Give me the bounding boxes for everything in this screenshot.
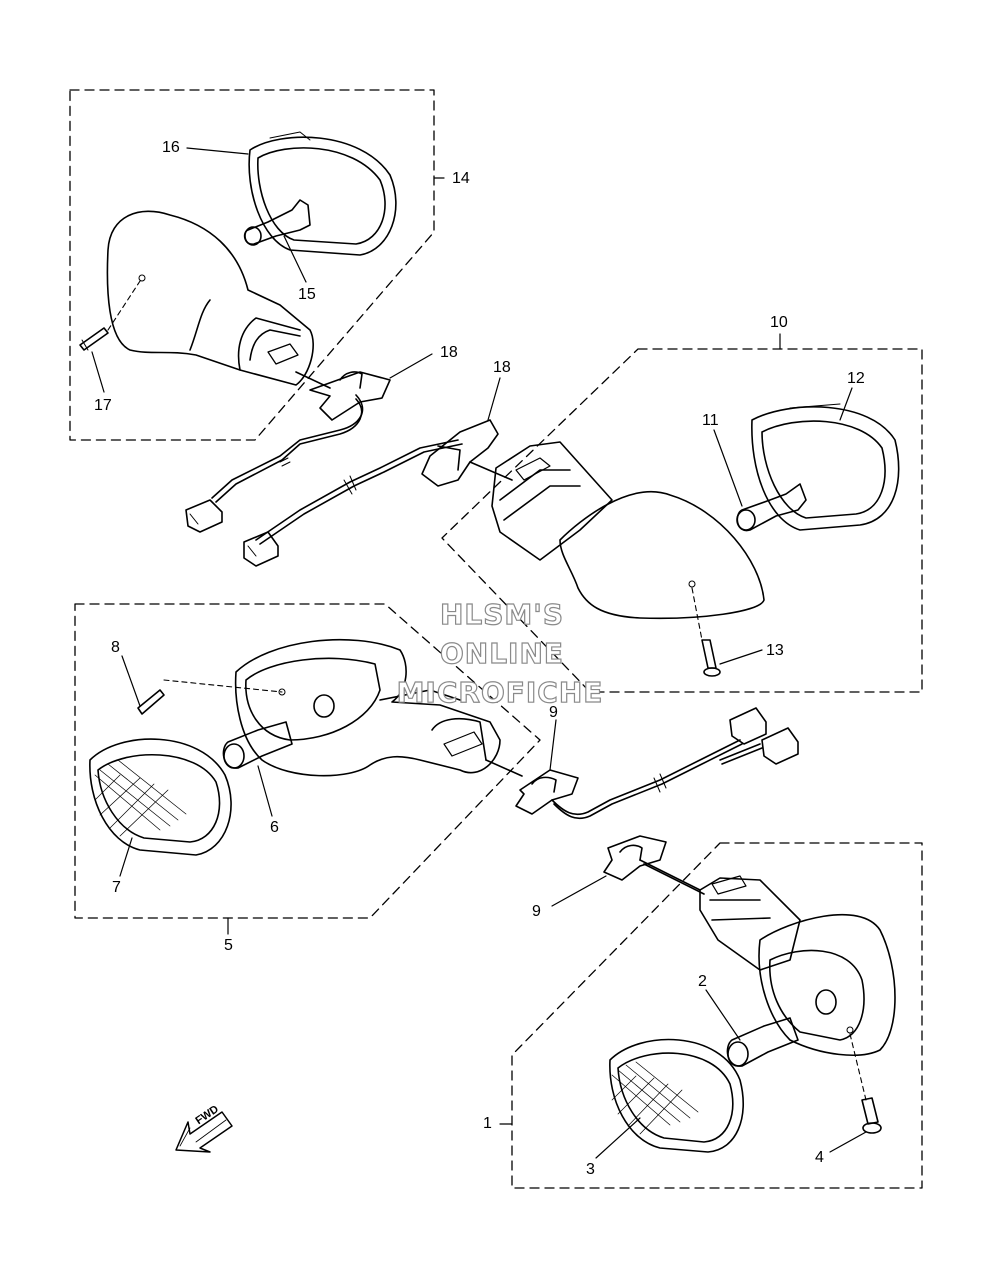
callout-18-top: 18 bbox=[440, 344, 458, 361]
bulb-15 bbox=[243, 199, 311, 245]
lens-3 bbox=[609, 1038, 744, 1153]
watermark-line-1: HLSM'S bbox=[439, 597, 565, 631]
callout-2: 2 bbox=[698, 973, 707, 990]
lens-12 bbox=[751, 406, 900, 531]
turn-signal-front-right bbox=[603, 835, 896, 1153]
callout-12: 12 bbox=[847, 370, 865, 387]
callout-3: 3 bbox=[586, 1161, 595, 1178]
turn-signal-rear-left bbox=[79, 131, 397, 533]
screw-13 bbox=[701, 639, 717, 669]
callout-16: 16 bbox=[162, 139, 180, 156]
lens-16 bbox=[248, 136, 397, 256]
leader-lines bbox=[91, 147, 867, 1159]
housing-1 bbox=[758, 913, 896, 1056]
watermark-line-3: MICROFICHE bbox=[396, 675, 604, 709]
callout-11: 11 bbox=[702, 412, 719, 429]
housing-14 bbox=[106, 210, 314, 386]
callout-17: 17 bbox=[94, 397, 112, 414]
callout-4: 4 bbox=[815, 1149, 824, 1166]
watermark-line-2: ONLINE bbox=[439, 636, 565, 670]
callout-14: 14 bbox=[452, 170, 470, 187]
assembly-box-5 bbox=[74, 603, 541, 919]
housing-5 bbox=[234, 638, 501, 777]
connector-top bbox=[185, 499, 223, 533]
callout-18-mid: 18 bbox=[493, 359, 511, 376]
assembly-box-10 bbox=[441, 348, 923, 693]
turn-signal-front-left bbox=[89, 638, 799, 856]
turn-signal-rear-right bbox=[243, 403, 900, 677]
callout-10: 10 bbox=[770, 314, 788, 331]
fwd-arrow-icon bbox=[175, 1111, 233, 1153]
callout-7: 7 bbox=[112, 879, 121, 896]
callout-9-top: 9 bbox=[549, 704, 558, 721]
assembly-box-1 bbox=[511, 842, 923, 1189]
callout-13: 13 bbox=[766, 642, 784, 659]
lens-7 bbox=[89, 738, 232, 856]
assembly-boundaries bbox=[69, 89, 923, 1189]
assembly-box-14 bbox=[69, 89, 435, 441]
connector-mid-2 bbox=[761, 727, 799, 765]
connector-bottom bbox=[243, 531, 279, 567]
housing-10 bbox=[559, 490, 765, 620]
bulb-6 bbox=[222, 721, 293, 769]
callout-6: 6 bbox=[270, 819, 279, 836]
screw-8 bbox=[137, 689, 165, 715]
callout-8: 8 bbox=[111, 639, 120, 656]
screw-4 bbox=[861, 1097, 879, 1125]
connector-mid-1 bbox=[729, 707, 767, 745]
callout-5: 5 bbox=[224, 937, 233, 954]
callout-15: 15 bbox=[298, 286, 316, 303]
callout-1: 1 bbox=[483, 1115, 492, 1132]
callout-9-bottom: 9 bbox=[532, 903, 541, 920]
screw-17 bbox=[79, 327, 109, 351]
